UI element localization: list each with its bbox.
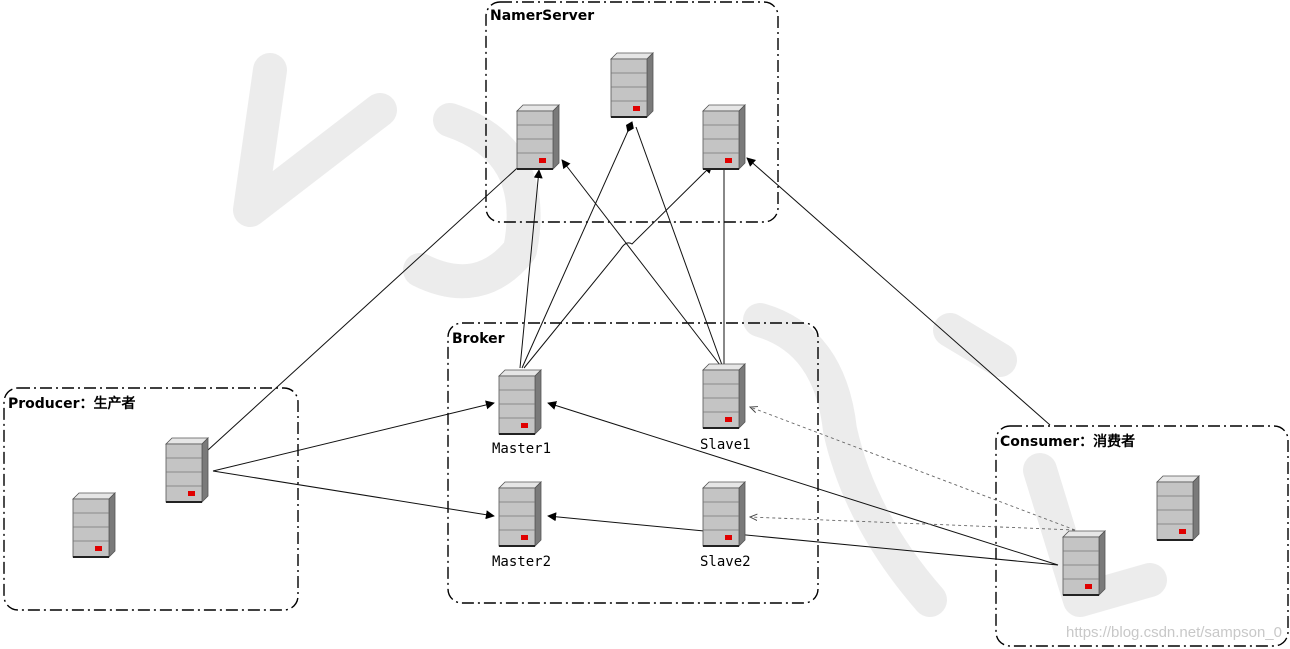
link-master1-ns-right	[523, 164, 713, 369]
watermark-url: https://blog.csdn.net/sampson_0	[1066, 624, 1282, 641]
server-labels: Master1 Slave1 Master2 Slave2	[492, 437, 751, 570]
producer-box	[3, 387, 299, 611]
link-consumer-master2	[547, 512, 1059, 566]
link-consumer-master1	[547, 401, 1059, 566]
server-icon	[72, 492, 116, 558]
server-icon	[702, 104, 746, 170]
nameserver-group: NamerServer	[485, 1, 779, 223]
link-slave1-ns-left	[561, 159, 721, 366]
connections	[207, 121, 1076, 566]
link-consumer-nameserver	[746, 157, 1051, 426]
server-icon	[702, 363, 746, 429]
server-icon	[498, 481, 542, 547]
link-master1-ns-left	[519, 169, 543, 369]
slave1-label: Slave1	[700, 437, 751, 453]
producer-title: Producer：生产者	[8, 395, 135, 412]
consumer-box	[995, 425, 1289, 647]
link-producer-master1	[212, 400, 495, 472]
consumer-group: Consumer：消费者	[995, 425, 1289, 647]
slave2-label: Slave2	[700, 554, 751, 570]
server-icon	[516, 104, 560, 170]
nameserver-box	[485, 1, 779, 223]
server-icon	[1156, 475, 1200, 541]
broker-box	[447, 322, 819, 604]
server-icon	[165, 437, 209, 503]
server-icon	[610, 52, 654, 118]
broker-title: Broker	[452, 331, 505, 347]
link-slave1-ns-middle	[635, 126, 723, 366]
master2-label: Master2	[492, 554, 551, 570]
server-icon	[702, 481, 746, 547]
producer-group: Producer：生产者	[3, 387, 299, 611]
server-icon	[1062, 530, 1106, 596]
servers	[72, 52, 1200, 596]
nameserver-title: NamerServer	[490, 8, 594, 24]
consumer-title: Consumer：消费者	[1000, 433, 1135, 450]
watermark-strokes	[233, 53, 1167, 617]
master1-label: Master1	[492, 441, 551, 457]
link-producer-master2	[212, 470, 495, 520]
link-consumer-slave2	[750, 517, 1076, 531]
link-master1-ns-middle	[521, 121, 634, 369]
link-consumer-slave1	[750, 407, 1076, 531]
link-producer-nameserver	[207, 159, 527, 451]
server-icon	[498, 369, 542, 435]
broker-group: Broker	[447, 322, 819, 604]
